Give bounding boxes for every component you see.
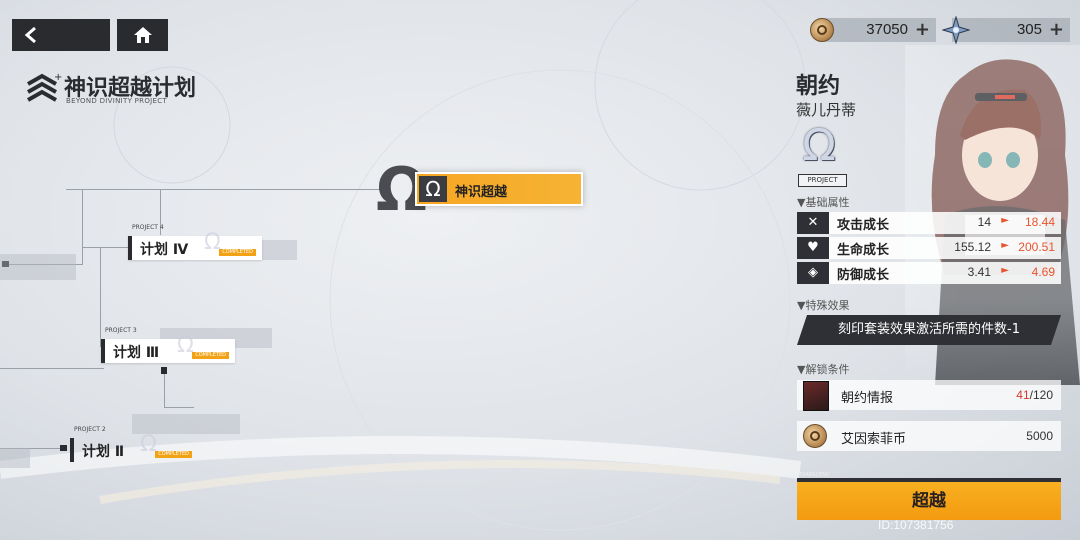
- home-button[interactable]: [117, 19, 168, 51]
- currency-crystal[interactable]: 305 +: [952, 18, 1070, 42]
- stat-row-attack: ✕ 攻击成长 14 ► 18.44: [797, 212, 1061, 234]
- transcend-button[interactable]: 超越: [797, 478, 1061, 520]
- project-2-tag: PROJECT 2: [74, 426, 106, 433]
- omega-project-icon: Ω: [802, 120, 836, 171]
- stat-old-value: 14: [977, 215, 991, 229]
- add-coin-button[interactable]: +: [914, 19, 930, 40]
- requirement-label: 艾因索菲币: [841, 432, 907, 447]
- increase-arrow-icon: ►: [1001, 215, 1009, 226]
- omega-watermark-icon: Ω: [204, 230, 221, 255]
- character-subname: 薇儿丹蒂: [796, 101, 857, 119]
- connector-line: [82, 189, 83, 265]
- stat-label: 攻击成长: [837, 218, 890, 233]
- project-tag: PROJECT: [798, 174, 847, 187]
- divinity-transcend-label: 神识超越: [455, 185, 508, 200]
- section-unlock-conditions: ▼解锁条件: [797, 363, 850, 376]
- connector-line: [0, 448, 64, 449]
- decor-bar: [0, 254, 76, 280]
- divinity-transcend-node[interactable]: Ω 神识超越: [415, 172, 583, 206]
- back-button[interactable]: [12, 19, 110, 51]
- project-3-node[interactable]: PROJECT 3 Ω 计划 Ⅲ COMPLETED: [101, 327, 235, 363]
- completed-badge: COMPLETED: [192, 352, 229, 359]
- currency-coin-value: 37050: [866, 21, 908, 38]
- currency-crystal-value: 305: [1016, 21, 1042, 38]
- line-endpoint: [60, 445, 67, 451]
- page-subtitle: BEYOND DIVINITY PROJECT: [66, 97, 168, 105]
- section-base-attributes: ▼基础属性: [797, 196, 850, 209]
- intel-doc-icon: [803, 381, 829, 411]
- decor-bar: [0, 448, 30, 468]
- currency-coin[interactable]: 37050 +: [818, 18, 936, 42]
- special-effect-text: 刻印套装效果激活所需的件数-1: [797, 315, 1061, 345]
- stat-new-value: 4.69: [1031, 265, 1055, 279]
- line-endpoint: [161, 367, 167, 374]
- stat-row-defense: ◈ 防御成长 3.41 ► 4.69: [797, 262, 1061, 284]
- connector-line: [66, 189, 386, 190]
- completed-badge: COMPLETED: [155, 451, 192, 458]
- connector-line: [164, 372, 165, 408]
- heart-icon: ♥: [797, 237, 829, 259]
- project-3-tag: PROJECT 3: [105, 327, 137, 334]
- project-4-tag: PROJECT 4: [132, 224, 164, 231]
- star-crystal-icon: [942, 16, 970, 44]
- connector-line: [8, 264, 83, 265]
- omega-watermark-icon: Ω: [177, 333, 194, 358]
- section-special-effect: ▼特殊效果: [797, 299, 850, 312]
- requirement-have: 41: [1016, 388, 1030, 402]
- stat-label: 生命成长: [837, 243, 890, 258]
- rank-chevron-logo-icon: +: [27, 72, 62, 102]
- connector-line: [0, 368, 104, 369]
- decor-bar: [132, 414, 240, 434]
- requirement-progress: 41/120: [1016, 388, 1053, 402]
- project-4-label: 计划 Ⅳ: [140, 242, 189, 258]
- transcend-button-tag: TRANSCEND: [799, 472, 830, 478]
- stat-row-health: ♥ 生命成长 155.12 ► 200.51: [797, 237, 1061, 259]
- completed-badge: COMPLETED: [219, 249, 256, 256]
- stat-old-value: 3.41: [967, 265, 991, 279]
- requirement-intel[interactable]: 朝约情报 41/120: [797, 380, 1061, 411]
- omega-watermark-icon: Ω: [140, 432, 157, 457]
- stat-label: 防御成长: [837, 268, 890, 283]
- project-4-node[interactable]: PROJECT 4 Ω 计划 Ⅳ COMPLETED: [128, 224, 262, 260]
- page-title: 神识超越计划: [64, 76, 197, 101]
- connector-line: [160, 189, 161, 235]
- increase-arrow-icon: ►: [1001, 265, 1009, 276]
- connector-line: [82, 247, 130, 248]
- home-icon: [133, 27, 152, 43]
- shield-icon: ◈: [797, 262, 829, 284]
- requirement-amount: 5000: [1026, 429, 1053, 443]
- project-2-node[interactable]: PROJECT 2 Ω 计划 Ⅱ COMPLETED: [70, 426, 198, 462]
- stat-old-value: 155.12: [954, 240, 991, 254]
- connector-line: [164, 407, 194, 408]
- increase-arrow-icon: ►: [1001, 240, 1009, 251]
- project-2-label: 计划 Ⅱ: [82, 444, 125, 460]
- attack-icon: ✕: [797, 212, 829, 234]
- svg-text:+: +: [54, 72, 62, 83]
- coin-icon: [803, 424, 827, 448]
- line-endpoint: [2, 261, 9, 267]
- requirement-label: 朝约情报: [841, 391, 894, 406]
- stat-new-value: 18.44: [1024, 215, 1055, 229]
- stat-new-value: 200.51: [1018, 240, 1055, 254]
- requirement-need: /120: [1029, 388, 1053, 402]
- back-arrow-icon: [24, 27, 36, 43]
- requirement-coin[interactable]: 艾因索菲币 5000: [797, 421, 1061, 451]
- add-crystal-button[interactable]: +: [1048, 19, 1064, 40]
- connector-line: [100, 247, 101, 347]
- character-name: 朝约: [796, 74, 841, 99]
- project-3-label: 计划 Ⅲ: [113, 345, 160, 361]
- decor-bar: [255, 240, 297, 260]
- omega-icon: Ω: [419, 176, 447, 202]
- user-id: ID:107381756: [878, 518, 954, 532]
- coin-icon: [810, 18, 834, 42]
